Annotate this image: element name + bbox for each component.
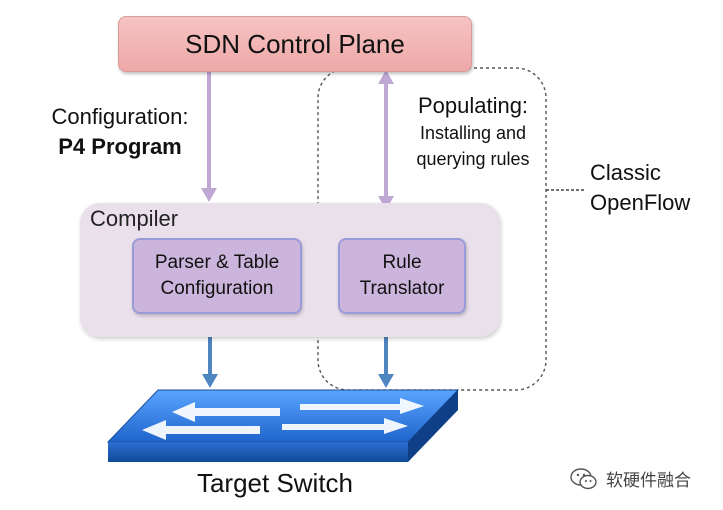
watermark: 软硬件融合 [570,466,691,491]
rule-line1: Rule [382,252,422,273]
classic-line1: Classic [590,160,661,185]
wechat-icon [570,467,597,489]
configuration-label: Configuration: P4 Program [38,102,202,162]
target-switch-label: Target Switch [196,468,354,498]
rule-translator-box: Rule Translator [338,238,466,314]
classic-openflow-label: Classic OpenFlow [590,158,690,218]
watermark-text: 软硬件融合 [606,471,691,490]
sdn-control-plane-label: SDN Control Plane [185,28,405,59]
configuration-line1: Configuration: [51,104,189,129]
populating-double-arrow [378,70,394,210]
populating-line2: querying rules [416,149,530,169]
parser-line2: Configuration [160,278,274,299]
config-down-arrow [201,70,217,202]
sdn-control-plane-box: SDN Control Plane [118,16,472,72]
parser-table-config-box: Parser & Table Configuration [132,238,302,314]
configuration-line2: P4 Program [58,134,182,159]
classic-line2: OpenFlow [590,190,691,215]
target-switch-icon [106,389,460,462]
rule-line2: Translator [359,278,445,299]
parser-line1: Parser & Table [154,252,280,273]
populating-line1: Installing and [419,123,527,143]
compiler-label: Compiler [90,206,179,231]
populating-label: Populating: Installing and querying rule… [400,92,546,172]
populating-title: Populating: [417,93,529,118]
